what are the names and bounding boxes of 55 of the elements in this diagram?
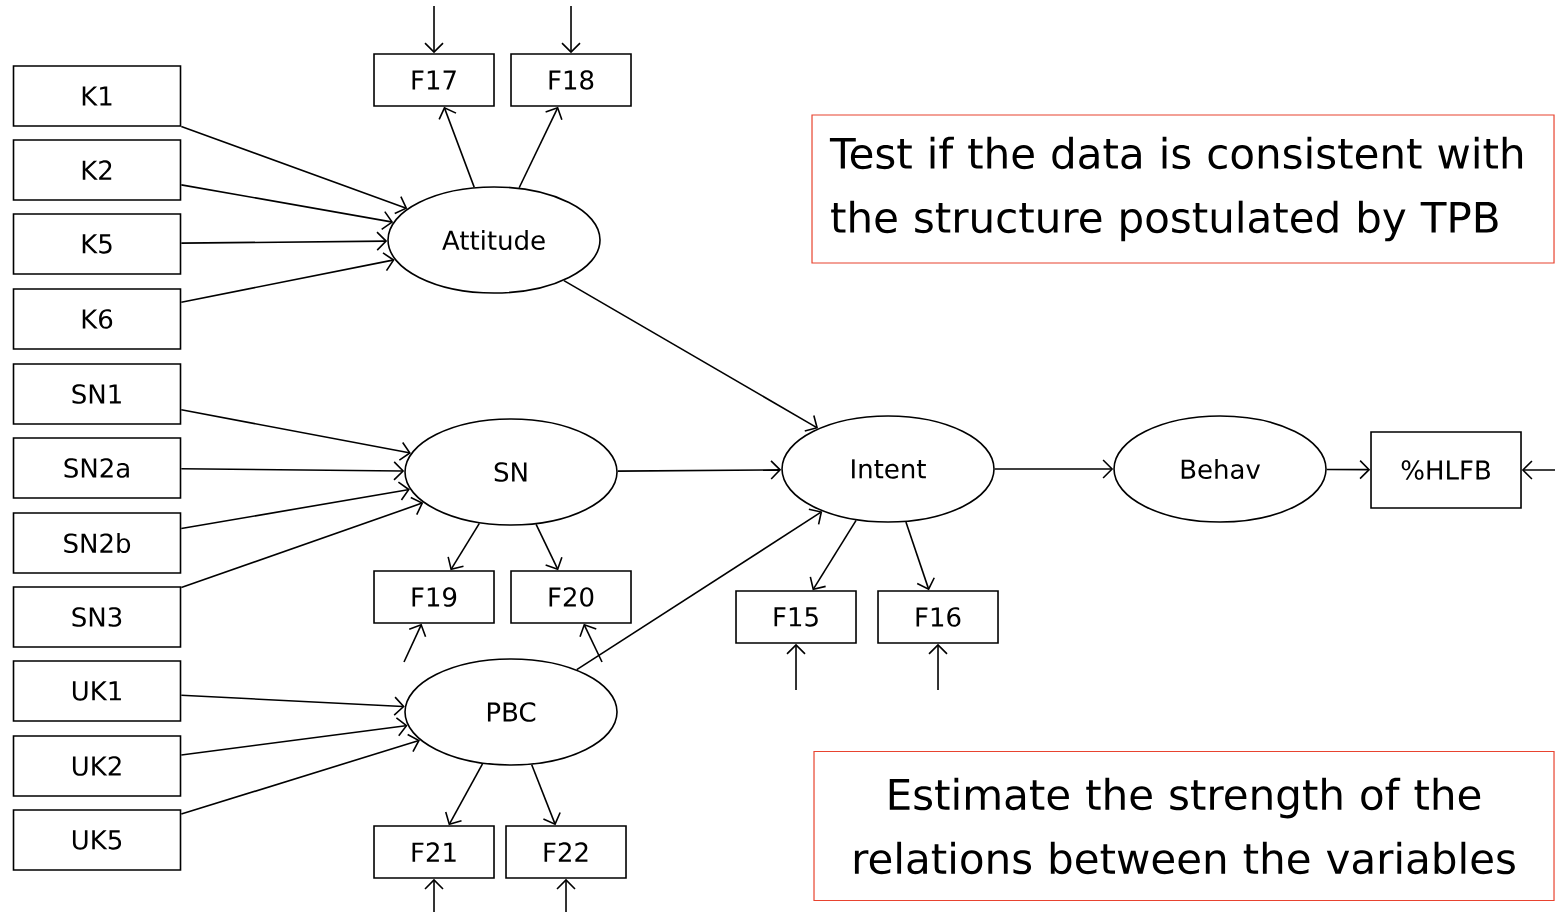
variable-box: K5 [12, 213, 182, 275]
variable-box: F18 [510, 53, 632, 107]
variable-box: F19 [373, 570, 495, 624]
variable-box: UK5 [12, 809, 182, 871]
variable-box: SN1 [12, 363, 182, 425]
arrow [180, 231, 388, 251]
arrow [928, 643, 948, 691]
arrow [579, 623, 603, 663]
arrow [180, 694, 405, 716]
variable-box: K1 [12, 65, 182, 127]
variable-box: UK2 [12, 735, 182, 797]
arrow [617, 460, 782, 480]
arrow [575, 508, 823, 671]
note-box: Test if the data is consistent with the structure postulated by TPB [811, 114, 1555, 264]
arrow [438, 106, 475, 188]
variable-box: UK1 [12, 660, 182, 722]
arrow [180, 717, 408, 756]
arrow [424, 5, 444, 54]
variable-box: SN3 [12, 586, 182, 648]
variable-box: %HLFB [1370, 431, 1522, 509]
variable-box: K6 [12, 288, 182, 350]
arrow [1326, 459, 1371, 480]
arrow [563, 279, 819, 432]
variable-box: F17 [373, 53, 495, 107]
variable-box: F21 [373, 825, 495, 879]
arrow [180, 184, 394, 231]
variable-box: F22 [505, 825, 627, 879]
arrow [535, 523, 563, 571]
variable-box: SN2a [12, 437, 182, 499]
arrow [403, 623, 427, 663]
arrow [180, 496, 424, 589]
arrow [447, 522, 481, 571]
arrow [180, 481, 410, 530]
arrow [444, 763, 484, 826]
arrow [556, 878, 576, 913]
arrow [180, 733, 420, 815]
arrow [1521, 460, 1556, 480]
variable-box: F20 [510, 570, 632, 624]
arrow [180, 252, 395, 304]
arrow [518, 106, 563, 189]
variable-box: F16 [877, 590, 999, 644]
arrow [424, 878, 444, 913]
arrow [180, 461, 405, 481]
arrow [180, 409, 411, 461]
variable-box: SN2b [12, 512, 182, 574]
arrow [994, 459, 1114, 479]
arrow [786, 643, 806, 691]
variable-box: F15 [735, 590, 857, 644]
arrow [180, 125, 408, 215]
arrow [561, 5, 581, 54]
note-box: Estimate the strength of the relations between the variables [813, 750, 1555, 902]
arrow [809, 519, 857, 591]
arrow [530, 764, 561, 826]
variable-box: K2 [12, 139, 182, 201]
arrow [905, 521, 936, 591]
